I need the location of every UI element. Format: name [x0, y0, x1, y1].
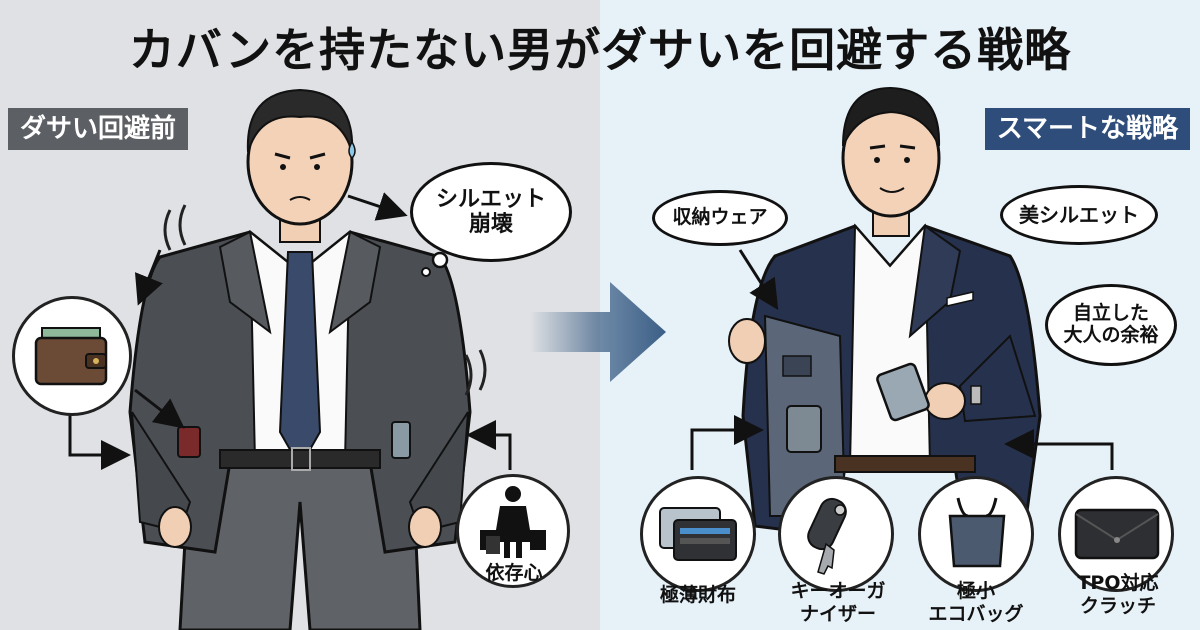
- thought-dots: [421, 251, 449, 277]
- right-arrows: [690, 249, 1114, 470]
- storage-wear-label: 収納ウェア: [672, 206, 768, 229]
- thin-wallet-icon: [659, 507, 737, 561]
- clutch-icon: [1074, 508, 1160, 560]
- smart-man-illustration: [728, 86, 1042, 536]
- bubble-line-1: シルエット: [435, 186, 546, 212]
- adult-line-1: 自立した: [1072, 302, 1149, 325]
- thin-wallet-caption: 極薄財布: [630, 584, 766, 607]
- strategy-tag: スマートな戦略: [984, 108, 1190, 150]
- item-4-line-1: TPO対応: [1077, 572, 1159, 594]
- bubble-line-2: 崩壊: [468, 212, 513, 237]
- item-3-line-2: エコバッグ: [928, 602, 1024, 625]
- beauty-silhouette-label: 美シルエット: [1019, 202, 1139, 227]
- page-title: カバンを持たない男がダサいを回避する戦略: [128, 23, 1072, 77]
- beauty-silhouette-bubble: 美シルエット: [1000, 185, 1158, 245]
- silhouette-collapse-bubble: シルエット 崩壊: [410, 162, 572, 262]
- item-3-line-1: 極小: [956, 580, 995, 602]
- shopping-person-icon: [480, 486, 546, 558]
- key-organizer-caption: キーオーガ ナイザー: [770, 580, 906, 626]
- left-arrows: [68, 192, 512, 470]
- item-4-line-2: クラッチ: [1079, 594, 1156, 617]
- eco-bag-icon: [948, 497, 1006, 568]
- motion-lines: [163, 204, 487, 396]
- transition-arrow: [530, 282, 666, 382]
- item-2-line-1: キーオーガ: [790, 580, 886, 602]
- key-organizer-icon: [807, 497, 847, 575]
- storage-wear-bubble: 収納ウェア: [652, 190, 788, 246]
- adult-composure-bubble: 自立した 大人の余裕: [1045, 284, 1177, 366]
- clutch-caption: TPO対応 クラッチ: [1050, 572, 1186, 618]
- sloppy-man-illustration: [128, 88, 472, 630]
- item-1-line-1: 極薄財布: [659, 584, 736, 606]
- adult-line-2: 大人の余裕: [1063, 324, 1159, 346]
- before-tag: ダサい回避前: [8, 108, 189, 150]
- key-organizer-circle: [778, 476, 894, 592]
- eco-bag-caption: 極小 エコバッグ: [906, 580, 1046, 626]
- wallet-icon: [34, 327, 108, 386]
- item-2-line-2: ナイザー: [799, 602, 876, 625]
- dependency-caption: 依存心: [485, 562, 543, 584]
